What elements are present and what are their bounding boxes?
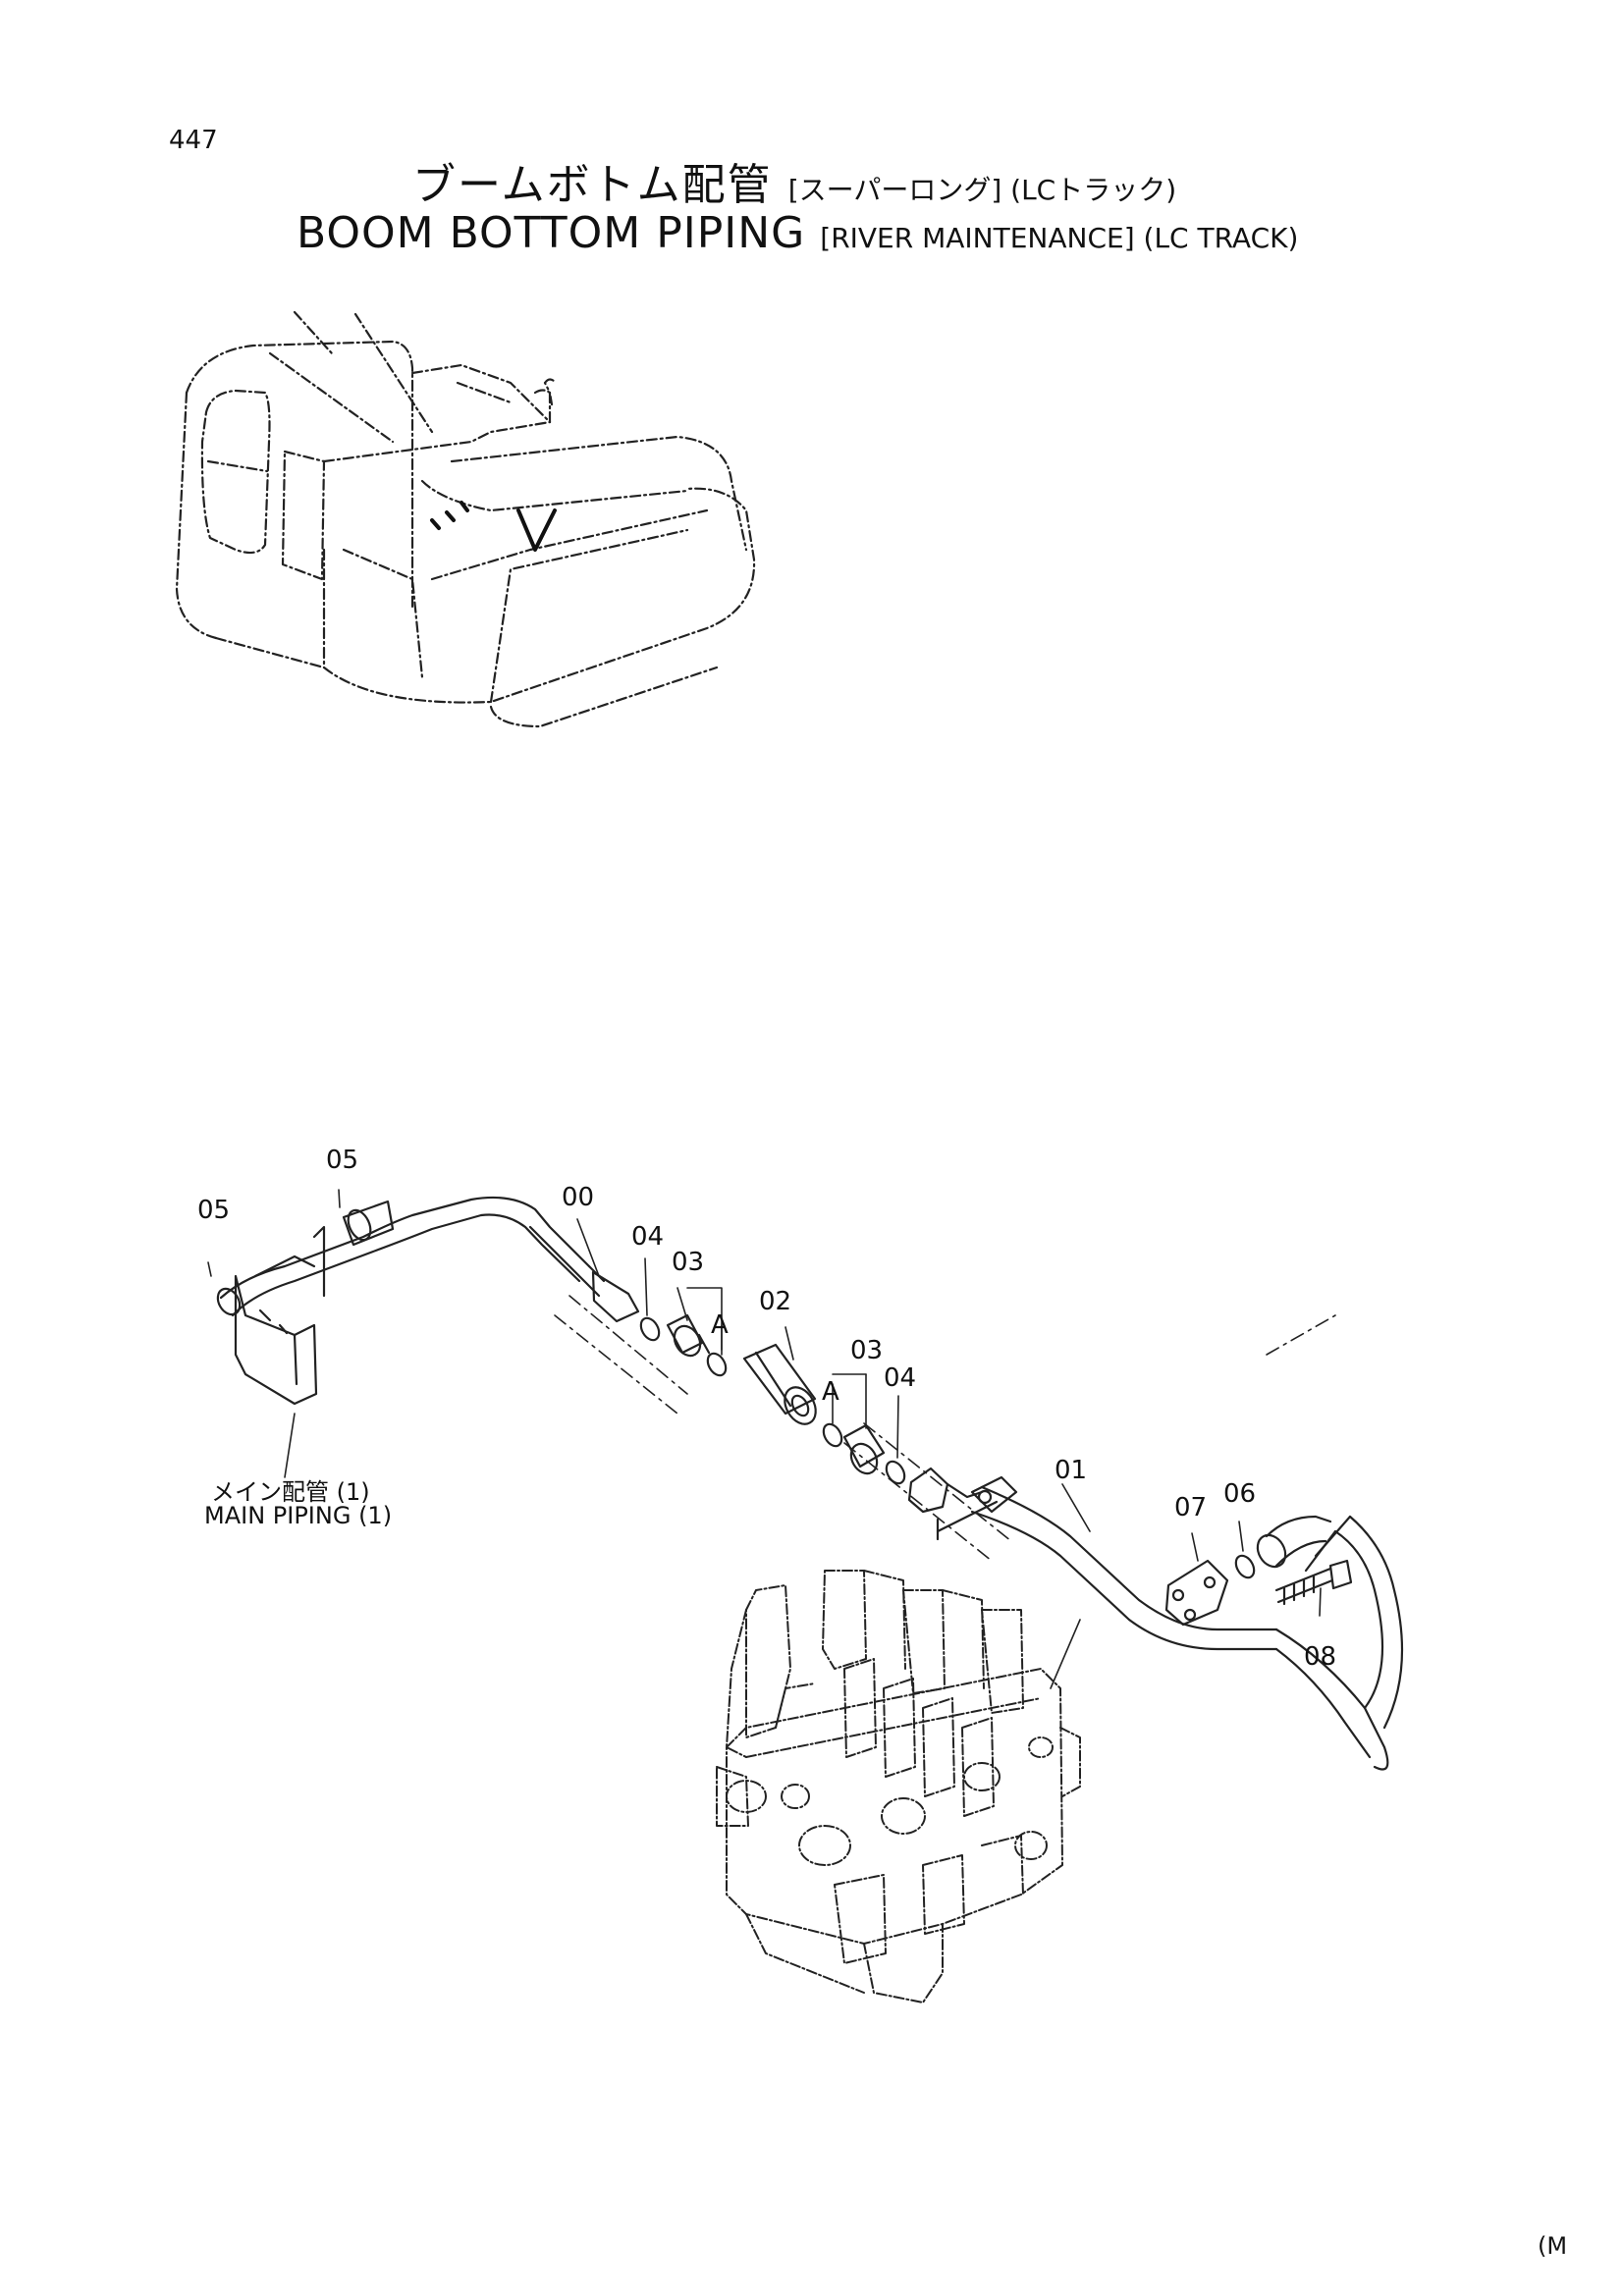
adapter-02 [742, 1343, 817, 1425]
title-en-suffix: [RIVER MAINTENANCE] (LC TRACK) [820, 222, 1299, 254]
main-piping-reference-en: MAIN PIPING (1) [204, 1502, 393, 1529]
callout-A-second: A [822, 1377, 839, 1407]
main-piping-reference-jp: メイン配管 (1) [211, 1478, 370, 1506]
title-en-main: BOOM BOTTOM PIPING [297, 208, 806, 258]
page-title-english: BOOM BOTTOM PIPING [RIVER MAINTENANCE] (… [297, 208, 1298, 258]
oring-04a [639, 1316, 661, 1342]
callout-03-second: 03 [850, 1336, 883, 1365]
flange-head-upper [1256, 1515, 1332, 1569]
leader-lines [207, 1189, 1322, 1689]
callout-02: 02 [759, 1287, 791, 1316]
pipe-00-hose [528, 1225, 640, 1323]
fitting-03b [842, 1423, 886, 1475]
bolt-08 [1274, 1559, 1353, 1606]
page-title-japanese: ブームボトム配管 [スーパーロング] (LCトラック) [412, 149, 1176, 212]
callout-labels: 05 05 00 04 03 A 02 03 A 04 01 07 06 08 [197, 1146, 1336, 1672]
oring-04b [885, 1460, 906, 1485]
main-piping-bracket [234, 1225, 326, 1406]
callout-01: 01 [1055, 1456, 1087, 1485]
page-number: 447 [169, 126, 218, 155]
pipe-01-clamp [936, 1475, 1018, 1541]
fitting-03a [666, 1313, 711, 1358]
pipe-01-tube [970, 1485, 1404, 1771]
callout-00: 00 [562, 1183, 594, 1212]
excavator-hose-marker [430, 501, 557, 552]
callout-04-first: 04 [631, 1222, 664, 1252]
main-piping-tube [216, 1196, 591, 1317]
pipe-01-end-nut [907, 1467, 984, 1514]
callout-07: 07 [1174, 1493, 1207, 1522]
callout-05-upper: 05 [326, 1146, 358, 1175]
flange-07 [1164, 1559, 1229, 1627]
title-jp-main: ブームボトム配管 [412, 160, 773, 210]
oring-A-b [822, 1422, 843, 1448]
corner-mark: (M [1538, 2232, 1568, 2260]
callout-08: 08 [1304, 1642, 1336, 1672]
callout-03-first: 03 [672, 1248, 704, 1277]
control-valve-illustration [716, 1570, 1081, 2003]
excavator-overview-illustration [175, 310, 756, 728]
callout-A-first: A [711, 1310, 729, 1340]
oring-06 [1234, 1554, 1256, 1579]
piping-guide-lines [554, 1295, 1336, 1562]
callout-04-second: 04 [884, 1363, 916, 1393]
oring-A-a [706, 1352, 728, 1377]
title-jp-suffix: [スーパーロング] (LCトラック) [787, 174, 1177, 206]
callout-05-left: 05 [197, 1196, 230, 1225]
callout-06: 06 [1223, 1479, 1256, 1509]
